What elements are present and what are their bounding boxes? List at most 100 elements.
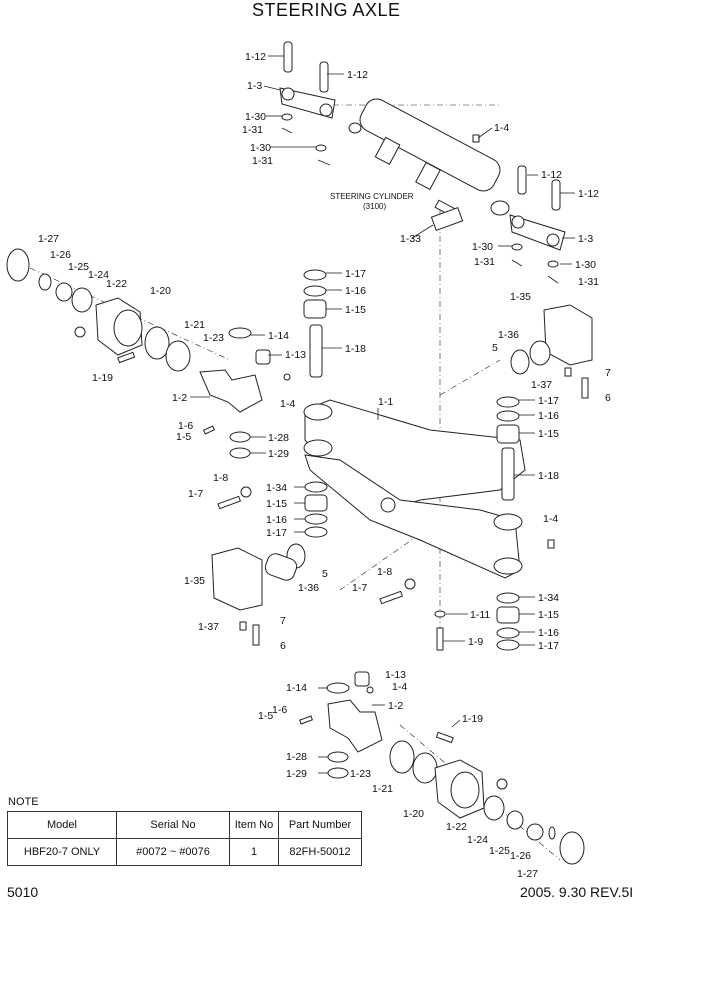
- steering-cylinder: STEERING CYLINDER (3100): [330, 98, 510, 217]
- callout-label: 1-37: [531, 379, 552, 391]
- callout-label: 1-4: [280, 398, 295, 410]
- bolts: [217, 486, 555, 651]
- callout-label: 1-24: [88, 269, 109, 281]
- callout-label: 1-11: [470, 609, 490, 621]
- callout-label: 1-6: [178, 420, 193, 432]
- callout-label: 1-20: [150, 285, 171, 297]
- callout-label: 1-12: [578, 188, 599, 200]
- callout-label: 1-22: [106, 278, 127, 290]
- callout-label: 1-31: [252, 155, 273, 167]
- top-left-link-assembly: [279, 41, 336, 166]
- column-header: Item No: [229, 811, 279, 839]
- left-bracket: [211, 547, 263, 646]
- callout-label: 1-15: [266, 498, 287, 510]
- callout-label: 1-1: [378, 396, 393, 408]
- page-number: 5010: [7, 884, 39, 900]
- callout-label: 7: [605, 367, 611, 379]
- table-cell: 82FH-50012: [278, 838, 362, 866]
- column-header: Part Number: [278, 811, 362, 839]
- page-title: STEERING AXLE: [252, 0, 401, 20]
- callout-label: 1-14: [286, 682, 307, 694]
- callout-label: 1-27: [38, 233, 59, 245]
- callout-label: 1-17: [538, 640, 559, 652]
- callout-label: 7: [280, 615, 286, 627]
- callout-label: 1-4: [392, 681, 407, 693]
- callout-label: 1-16: [266, 514, 287, 526]
- callout-label: 1-33: [400, 233, 421, 245]
- callout-label: 1-7: [188, 488, 203, 500]
- callout-label: 6: [280, 640, 286, 652]
- callout-label: 1-14: [268, 330, 289, 342]
- cylinder-ref: (3100): [363, 202, 386, 211]
- right-bracket: [510, 304, 593, 399]
- callout-label: 1-31: [242, 124, 263, 136]
- right-kingpin-stack: [496, 396, 520, 651]
- callout-label: 1-13: [285, 349, 306, 361]
- callout-label: 1-30: [250, 142, 271, 154]
- column-header: Model: [7, 811, 117, 839]
- callout-label: 1-29: [286, 768, 307, 780]
- callout-label: 1-34: [538, 592, 559, 604]
- table-cell: HBF20-7 ONLY: [7, 838, 117, 866]
- callout-label: 1-5: [258, 710, 273, 722]
- callout-label: 1-35: [184, 575, 205, 587]
- cylinder-name: STEERING CYLINDER: [330, 192, 414, 201]
- callout-label: 1-23: [203, 332, 224, 344]
- callout-label: 1-28: [268, 432, 289, 444]
- callout-label: 1-21: [184, 319, 205, 331]
- table-cell: 1: [229, 838, 279, 866]
- callout-label: 1-19: [92, 372, 113, 384]
- right-link-assembly: [430, 134, 566, 284]
- note-label: NOTE: [8, 796, 39, 808]
- callout-label: 1-8: [213, 472, 228, 484]
- callout-label: 1-18: [345, 343, 366, 355]
- callout-label: 1-17: [345, 268, 366, 280]
- callout-labels: 1-12 1-12 1-3 1-30 1-31 1-30 1-31 1-4 1-…: [38, 51, 611, 880]
- callout-label: 1-12: [347, 69, 368, 81]
- callout-label: 1-2: [172, 392, 187, 404]
- callout-label: 1-15: [538, 428, 559, 440]
- callout-label: 1-25: [489, 845, 510, 857]
- callout-label: 1-8: [377, 566, 392, 578]
- leader-lines: [190, 55, 575, 774]
- callout-label: 1-26: [510, 850, 531, 862]
- callout-label: 5: [492, 342, 498, 354]
- table-header-row: Model Serial No Item No Part Number: [7, 811, 362, 839]
- callout-label: 1-12: [541, 169, 562, 181]
- callout-label: 1-9: [468, 636, 483, 648]
- left-knuckle: [199, 327, 291, 459]
- callout-label: 1-26: [50, 249, 71, 261]
- left-hub-assembly: [6, 248, 191, 372]
- callout-label: 1-4: [543, 513, 558, 525]
- left-kingpin-stack: [303, 269, 327, 378]
- callout-label: 1-23: [350, 768, 371, 780]
- callout-label: 1-36: [298, 582, 319, 594]
- callout-label: 1-36: [498, 329, 519, 341]
- callout-label: 1-3: [247, 80, 262, 92]
- right-knuckle: [299, 671, 383, 779]
- callout-label: 1-15: [345, 304, 366, 316]
- callout-label: 1-28: [286, 751, 307, 763]
- callout-label: 1-22: [446, 821, 467, 833]
- callout-label: 1-15: [538, 609, 559, 621]
- callout-label: 1-17: [538, 395, 559, 407]
- table-row: HBF20-7 ONLY #0072 ~ #0076 1 82FH-50012: [7, 838, 362, 866]
- callout-label: 1-13: [385, 669, 406, 681]
- callout-label: 6: [605, 392, 611, 404]
- table-cell: #0072 ~ #0076: [116, 838, 230, 866]
- callout-label: 1-12: [245, 51, 266, 63]
- callout-label: 1-4: [494, 122, 509, 134]
- callout-label: 1-31: [474, 256, 495, 268]
- callout-label: 1-2: [388, 700, 403, 712]
- middle-pin-stack: [264, 481, 328, 581]
- callout-label: 1-16: [538, 410, 559, 422]
- callout-label: 1-30: [575, 259, 596, 271]
- callout-label: 1-35: [510, 291, 531, 303]
- note-table: Model Serial No Item No Part Number HBF2…: [7, 811, 362, 866]
- callout-label: 1-24: [467, 834, 488, 846]
- callout-label: 1-21: [372, 783, 393, 795]
- callout-label: 1-30: [245, 111, 266, 123]
- callout-label: 1-30: [472, 241, 493, 253]
- callout-label: 1-34: [266, 482, 287, 494]
- callout-label: 1-29: [268, 448, 289, 460]
